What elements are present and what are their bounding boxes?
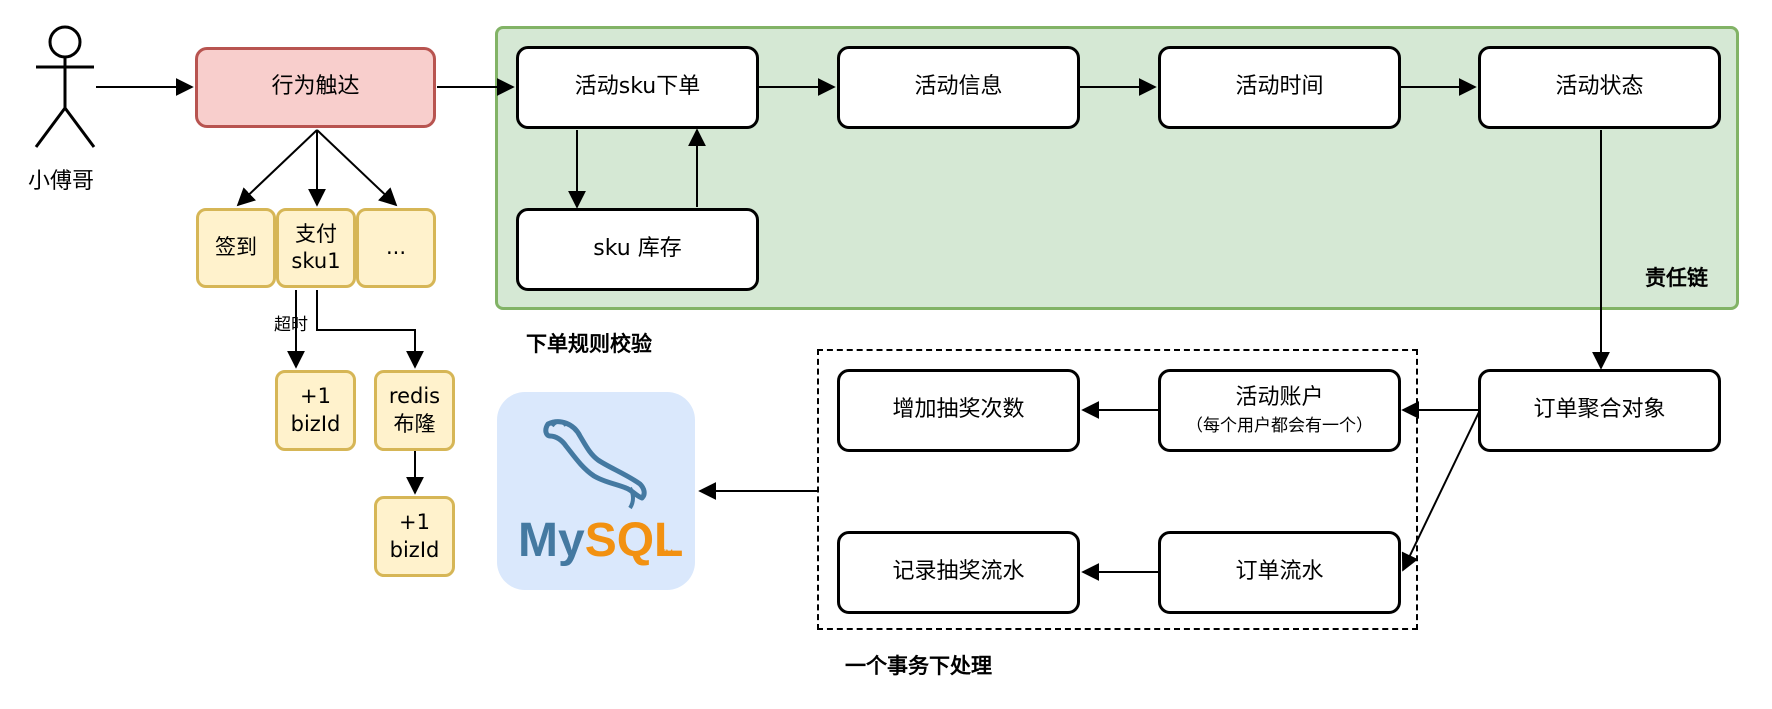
node-activity-info-label: 活动信息 [914,74,1003,100]
edge-trigger-more [316,129,398,207]
trigger-node[interactable]: 行为触达 [195,47,436,128]
node-add-draw-count[interactable]: 增加抽奖次数 [837,369,1080,452]
node-order-flow[interactable]: 订单流水 [1158,531,1401,614]
node-activity-account-note: （每个用户都会有一个） [1186,415,1373,436]
bizid-node-2[interactable]: +1 bizId [374,496,455,577]
mysql-logo-text: MySQL [518,514,683,567]
behavior-more[interactable]: ... [356,208,436,288]
mysql-logo-icon: MySQL TM [518,419,683,567]
node-activity-time[interactable]: 活动时间 [1158,46,1401,129]
node-activity-info[interactable]: 活动信息 [837,46,1080,129]
redis-bloom-node[interactable]: redis 布隆 [374,370,455,451]
node-activity-status-label: 活动状态 [1555,74,1644,100]
node-order-aggregate-label: 订单聚合对象 [1533,397,1666,423]
node-order-aggregate[interactable]: 订单聚合对象 [1478,369,1721,452]
node-add-draw-count-label: 增加抽奖次数 [892,397,1025,423]
node-activity-status[interactable]: 活动状态 [1478,46,1721,129]
timeout-label: 超时 [274,315,308,335]
node-sku-order[interactable]: 活动sku下单 [516,46,759,129]
node-sku-stock[interactable]: sku 库存 [516,208,759,291]
behavior-more-label: ... [385,235,407,260]
edge-aggregate-orderflow [1401,411,1480,572]
redis-line1: redis [388,384,441,409]
redis-line2: 布隆 [393,411,436,436]
node-sku-stock-label: sku 库存 [593,236,682,262]
edge-trigger-sign [236,129,318,207]
bizid-2-line2: bizId [389,537,440,562]
behavior-pay-line2: sku1 [291,249,341,273]
behavior-pay[interactable]: 支付 sku1 [276,208,356,288]
node-activity-time-label: 活动时间 [1235,74,1324,100]
node-activity-account-label: 活动账户 [1235,385,1324,411]
trigger-label: 行为触达 [271,74,360,100]
chain-label: 责任链 [1645,266,1708,290]
node-sku-order-label: 活动sku下单 [574,74,701,100]
node-activity-account[interactable]: 活动账户 （每个用户都会有一个） [1158,369,1401,452]
bizid-1-line2: bizId [290,411,341,436]
behavior-sign[interactable]: 签到 [196,208,276,288]
actor-label: 小傅哥 [28,169,95,194]
node-record-draw-flow[interactable]: 记录抽奖流水 [837,531,1080,614]
edge-pay-redis [316,290,424,369]
behavior-sign-label: 签到 [215,235,257,260]
user-actor-icon [34,25,96,148]
order-check-label: 下单规则校验 [526,332,652,356]
transaction-group [817,349,1418,630]
bizid-1-line1: +1 [300,384,331,409]
bizid-2-line1: +1 [399,510,430,535]
mysql-database [497,392,695,590]
mysql-trademark: TM [660,548,673,558]
bizid-node-1[interactable]: +1 bizId [275,370,356,451]
behavior-pay-line1: 支付 [295,221,337,246]
node-record-draw-flow-label: 记录抽奖流水 [892,559,1025,585]
transaction-label: 一个事务下处理 [845,654,992,678]
node-order-flow-label: 订单流水 [1235,559,1324,585]
